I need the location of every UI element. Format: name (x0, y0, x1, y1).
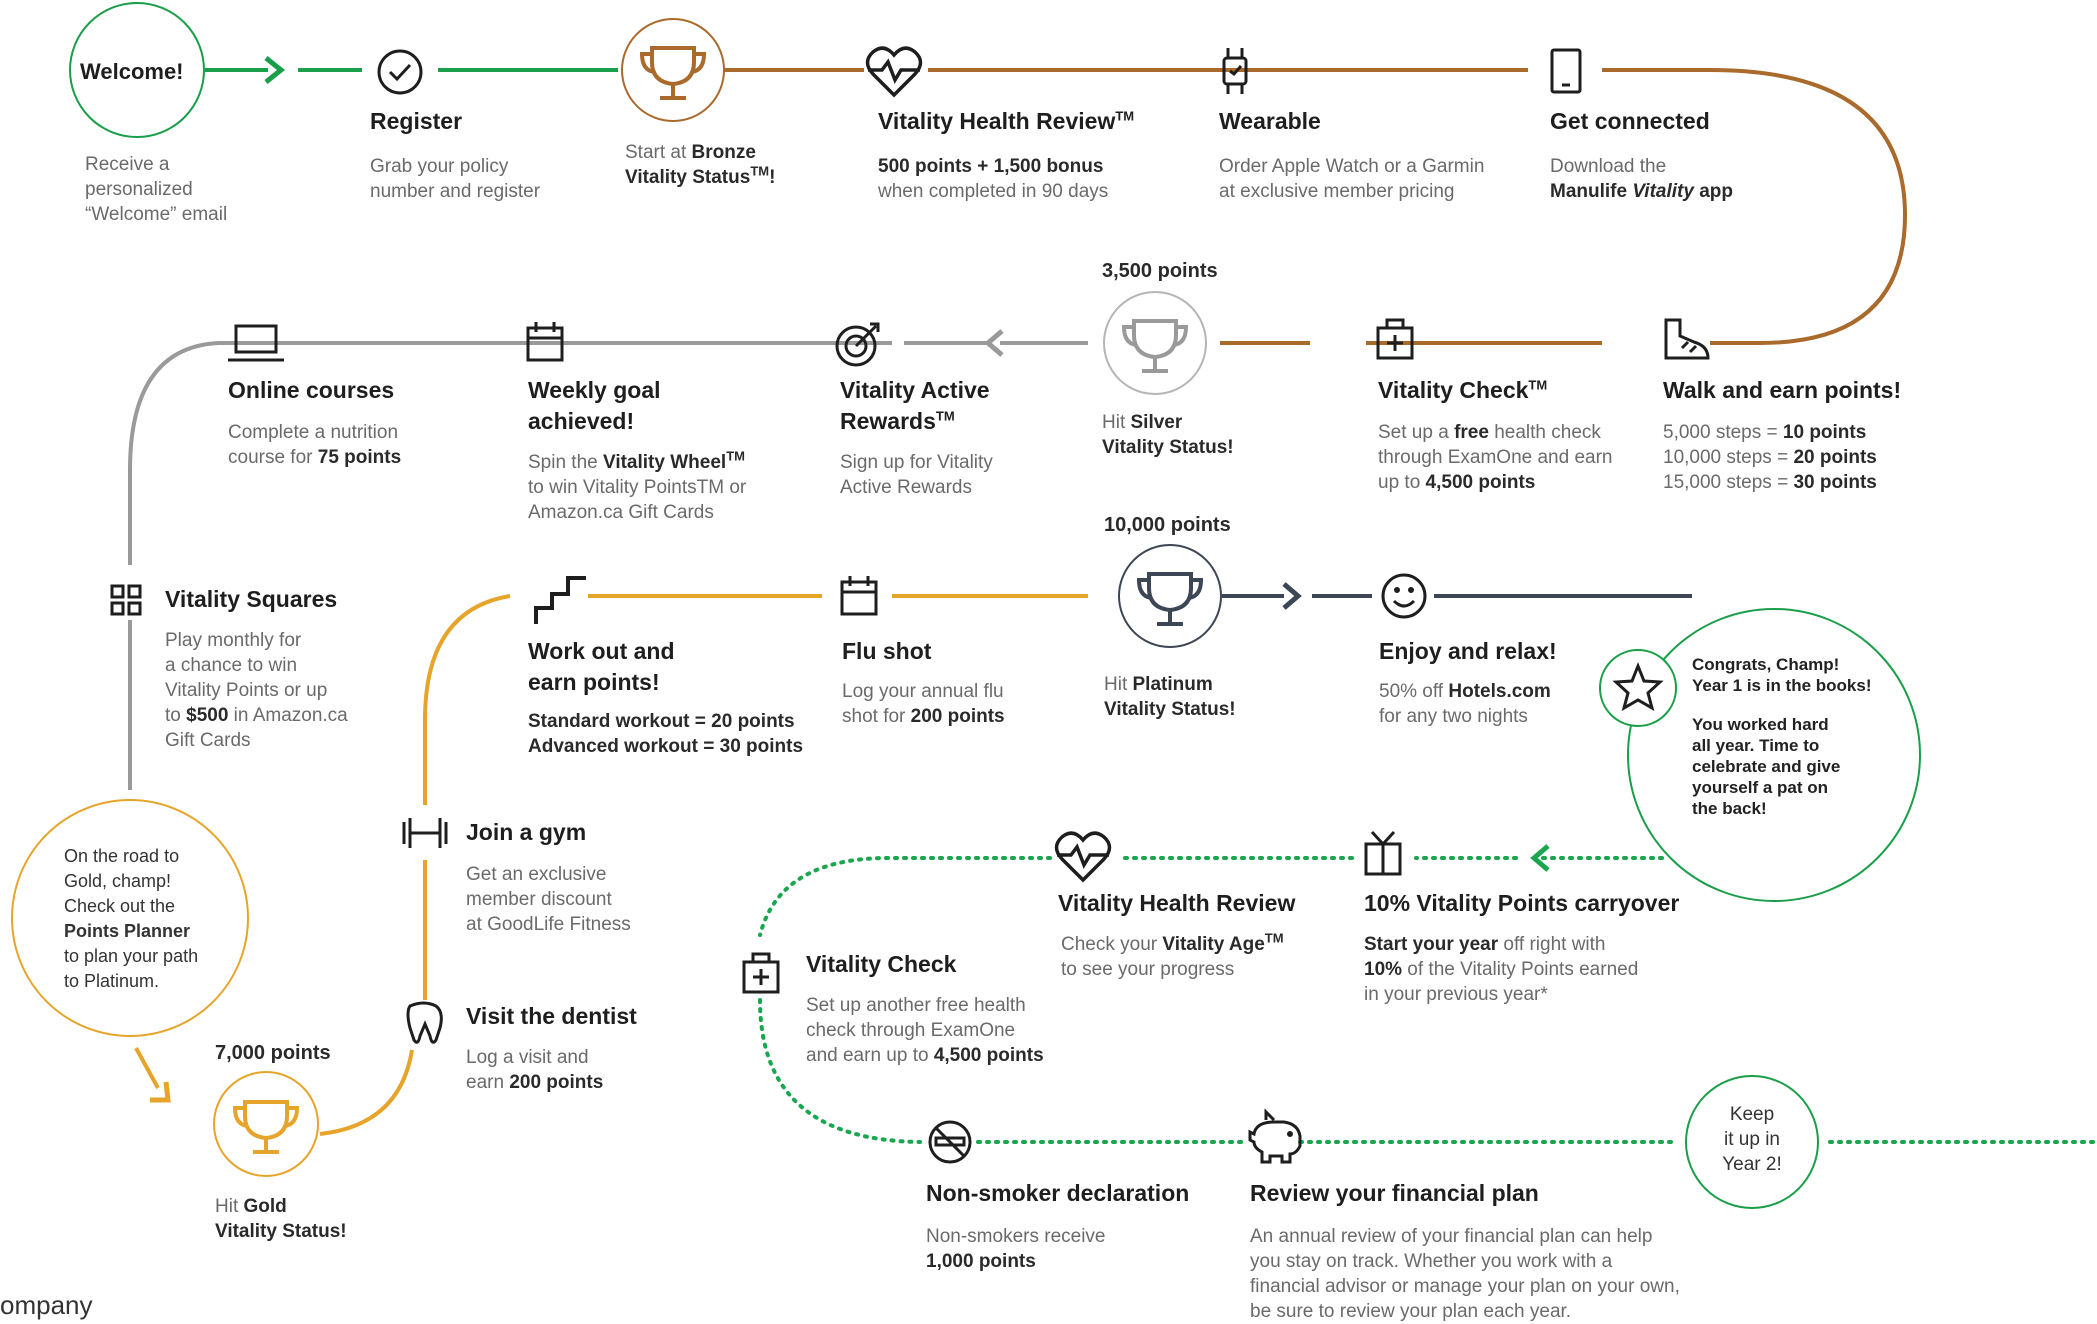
active-rewards-title: Vitality Active RewardsTM (840, 377, 990, 434)
welcome-circle (69, 2, 205, 138)
bronze-circle (621, 18, 725, 122)
walk-steps-table: 5,000 steps = 10 points 10,000 steps = 2… (1663, 422, 1877, 493)
health-review-2-body: Check your Vitality AgeTM to see your pr… (1061, 930, 1284, 980)
carryover-arrow (1530, 844, 1550, 872)
silver-circle (1103, 291, 1207, 395)
heart-pulse-icon (1054, 831, 1112, 883)
wearable-title: Wearable (1219, 108, 1321, 134)
laptop-icon (228, 324, 284, 362)
vitality-check-body: Set up a free health check through ExamO… (1378, 422, 1613, 493)
medical-kit-icon (1376, 318, 1414, 360)
financial-plan-title: Review your financial plan (1250, 1180, 1539, 1206)
dumbbell-icon (402, 818, 448, 848)
online-courses-body: Complete a nutrition course for 75 point… (228, 422, 402, 468)
dentist-title: Visit the dentist (466, 1003, 637, 1029)
silver-milestone: 3,500 points (1102, 260, 1218, 282)
medical-kit-icon (742, 952, 780, 994)
silver-status-text: Hit Silver Vitality Status! (1102, 412, 1234, 458)
weekly-goal-body: Spin the Vitality WheelTM to win Vitalit… (528, 448, 747, 523)
gold-milestone: 7,000 points (215, 1042, 331, 1064)
calendar-icon (526, 322, 564, 362)
phone-icon (1550, 48, 1582, 94)
trophy-icon (1121, 319, 1189, 373)
vitality-check-title: Vitality CheckTM (1378, 377, 1548, 403)
road-to-gold-circle (11, 799, 249, 1037)
financial-plan-body: An annual review of your financial plan … (1250, 1226, 1680, 1322)
grid-icon (110, 584, 142, 616)
green-path (205, 56, 618, 84)
footer-fragment: ompany (0, 1290, 93, 1320)
vitality-squares-title: Vitality Squares (165, 586, 338, 612)
congrats-circle (1627, 608, 1921, 902)
bronze-status-text: Start at Bronze Vitality StatusTM! (625, 142, 776, 188)
smile-icon (1381, 573, 1427, 619)
platinum-circle (1118, 544, 1222, 648)
star-icon (1612, 661, 1664, 712)
flu-shot-body: Log your annual flu shot for 200 points (842, 681, 1005, 727)
heart-pulse-icon (865, 46, 923, 98)
get-connected-body: Download the Manulife Vitality app (1550, 156, 1733, 202)
carryover-title: 10% Vitality Points carryover (1364, 890, 1680, 916)
enjoy-body: 50% off Hotels.com for any two nights (1379, 681, 1551, 727)
get-connected-title: Get connected (1550, 108, 1710, 134)
dentist-body: Log a visit and earn 200 points (466, 1047, 604, 1093)
tooth-icon (406, 1001, 443, 1044)
trophy-icon (1136, 572, 1204, 626)
bronze-path (724, 68, 1908, 345)
congrats-text: Congrats, Champ!Year 1 is in the books! … (1692, 655, 1872, 818)
silver-path (128, 329, 1088, 790)
welcome-title: Welcome! (80, 59, 184, 84)
online-courses-title: Online courses (228, 377, 395, 403)
no-smoking-icon (928, 1120, 972, 1164)
navy-path (1222, 582, 1692, 610)
star-badge-circle (1599, 649, 1677, 727)
check-circle-icon (377, 49, 423, 95)
gold-circle (213, 1071, 319, 1177)
flu-shot-title: Flu shot (842, 638, 932, 664)
walk-title: Walk and earn points! (1663, 377, 1902, 403)
gift-icon (1364, 830, 1402, 876)
shoe-icon (1664, 318, 1710, 360)
target-icon (835, 322, 880, 367)
carryover-body: Start your year off right with 10% of th… (1364, 934, 1639, 1005)
health-review-title: Vitality Health ReviewTM (878, 108, 1135, 134)
trophy-icon (639, 46, 707, 100)
non-smoker-title: Non-smoker declaration (926, 1180, 1190, 1206)
register-title: Register (370, 108, 463, 134)
stairs-icon (534, 576, 586, 624)
gold-path (134, 594, 1088, 1136)
gym-title: Join a gym (466, 819, 587, 845)
keep-up-circle (1685, 1075, 1819, 1209)
gold-status-text: Hit Gold Vitality Status! (215, 1196, 347, 1242)
health-review-2-title: Vitality Health Review (1058, 890, 1296, 916)
trophy-icon (232, 1100, 300, 1154)
calendar-icon (840, 576, 878, 616)
piggy-bank-icon (1248, 1108, 1302, 1164)
platinum-status-text: Hit Platinum Vitality Status! (1104, 674, 1236, 720)
enjoy-title: Enjoy and relax! (1379, 638, 1557, 664)
watch-icon (1222, 48, 1248, 94)
platinum-milestone: 10,000 points (1104, 514, 1231, 536)
vitality-check-2-title: Vitality Check (806, 951, 957, 977)
year2-dotted-path (758, 856, 2097, 1144)
